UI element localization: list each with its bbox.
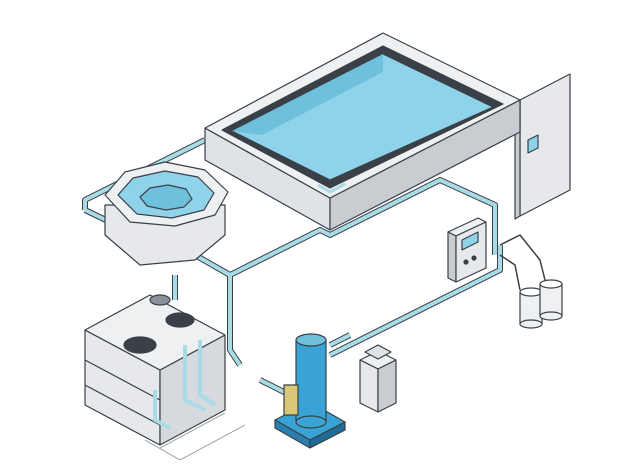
wall-sensor-icon bbox=[527, 134, 539, 154]
control-display-icon bbox=[461, 231, 479, 251]
hot-tub bbox=[104, 161, 229, 266]
pool-water bbox=[231, 53, 494, 181]
wall-panel bbox=[514, 73, 571, 220]
control-box bbox=[447, 217, 487, 283]
heater-unit bbox=[359, 344, 397, 413]
swimming-pool bbox=[204, 32, 521, 231]
balance-tanks bbox=[84, 294, 246, 461]
chemical-tanks bbox=[519, 279, 563, 329]
filter-pump bbox=[274, 333, 346, 449]
